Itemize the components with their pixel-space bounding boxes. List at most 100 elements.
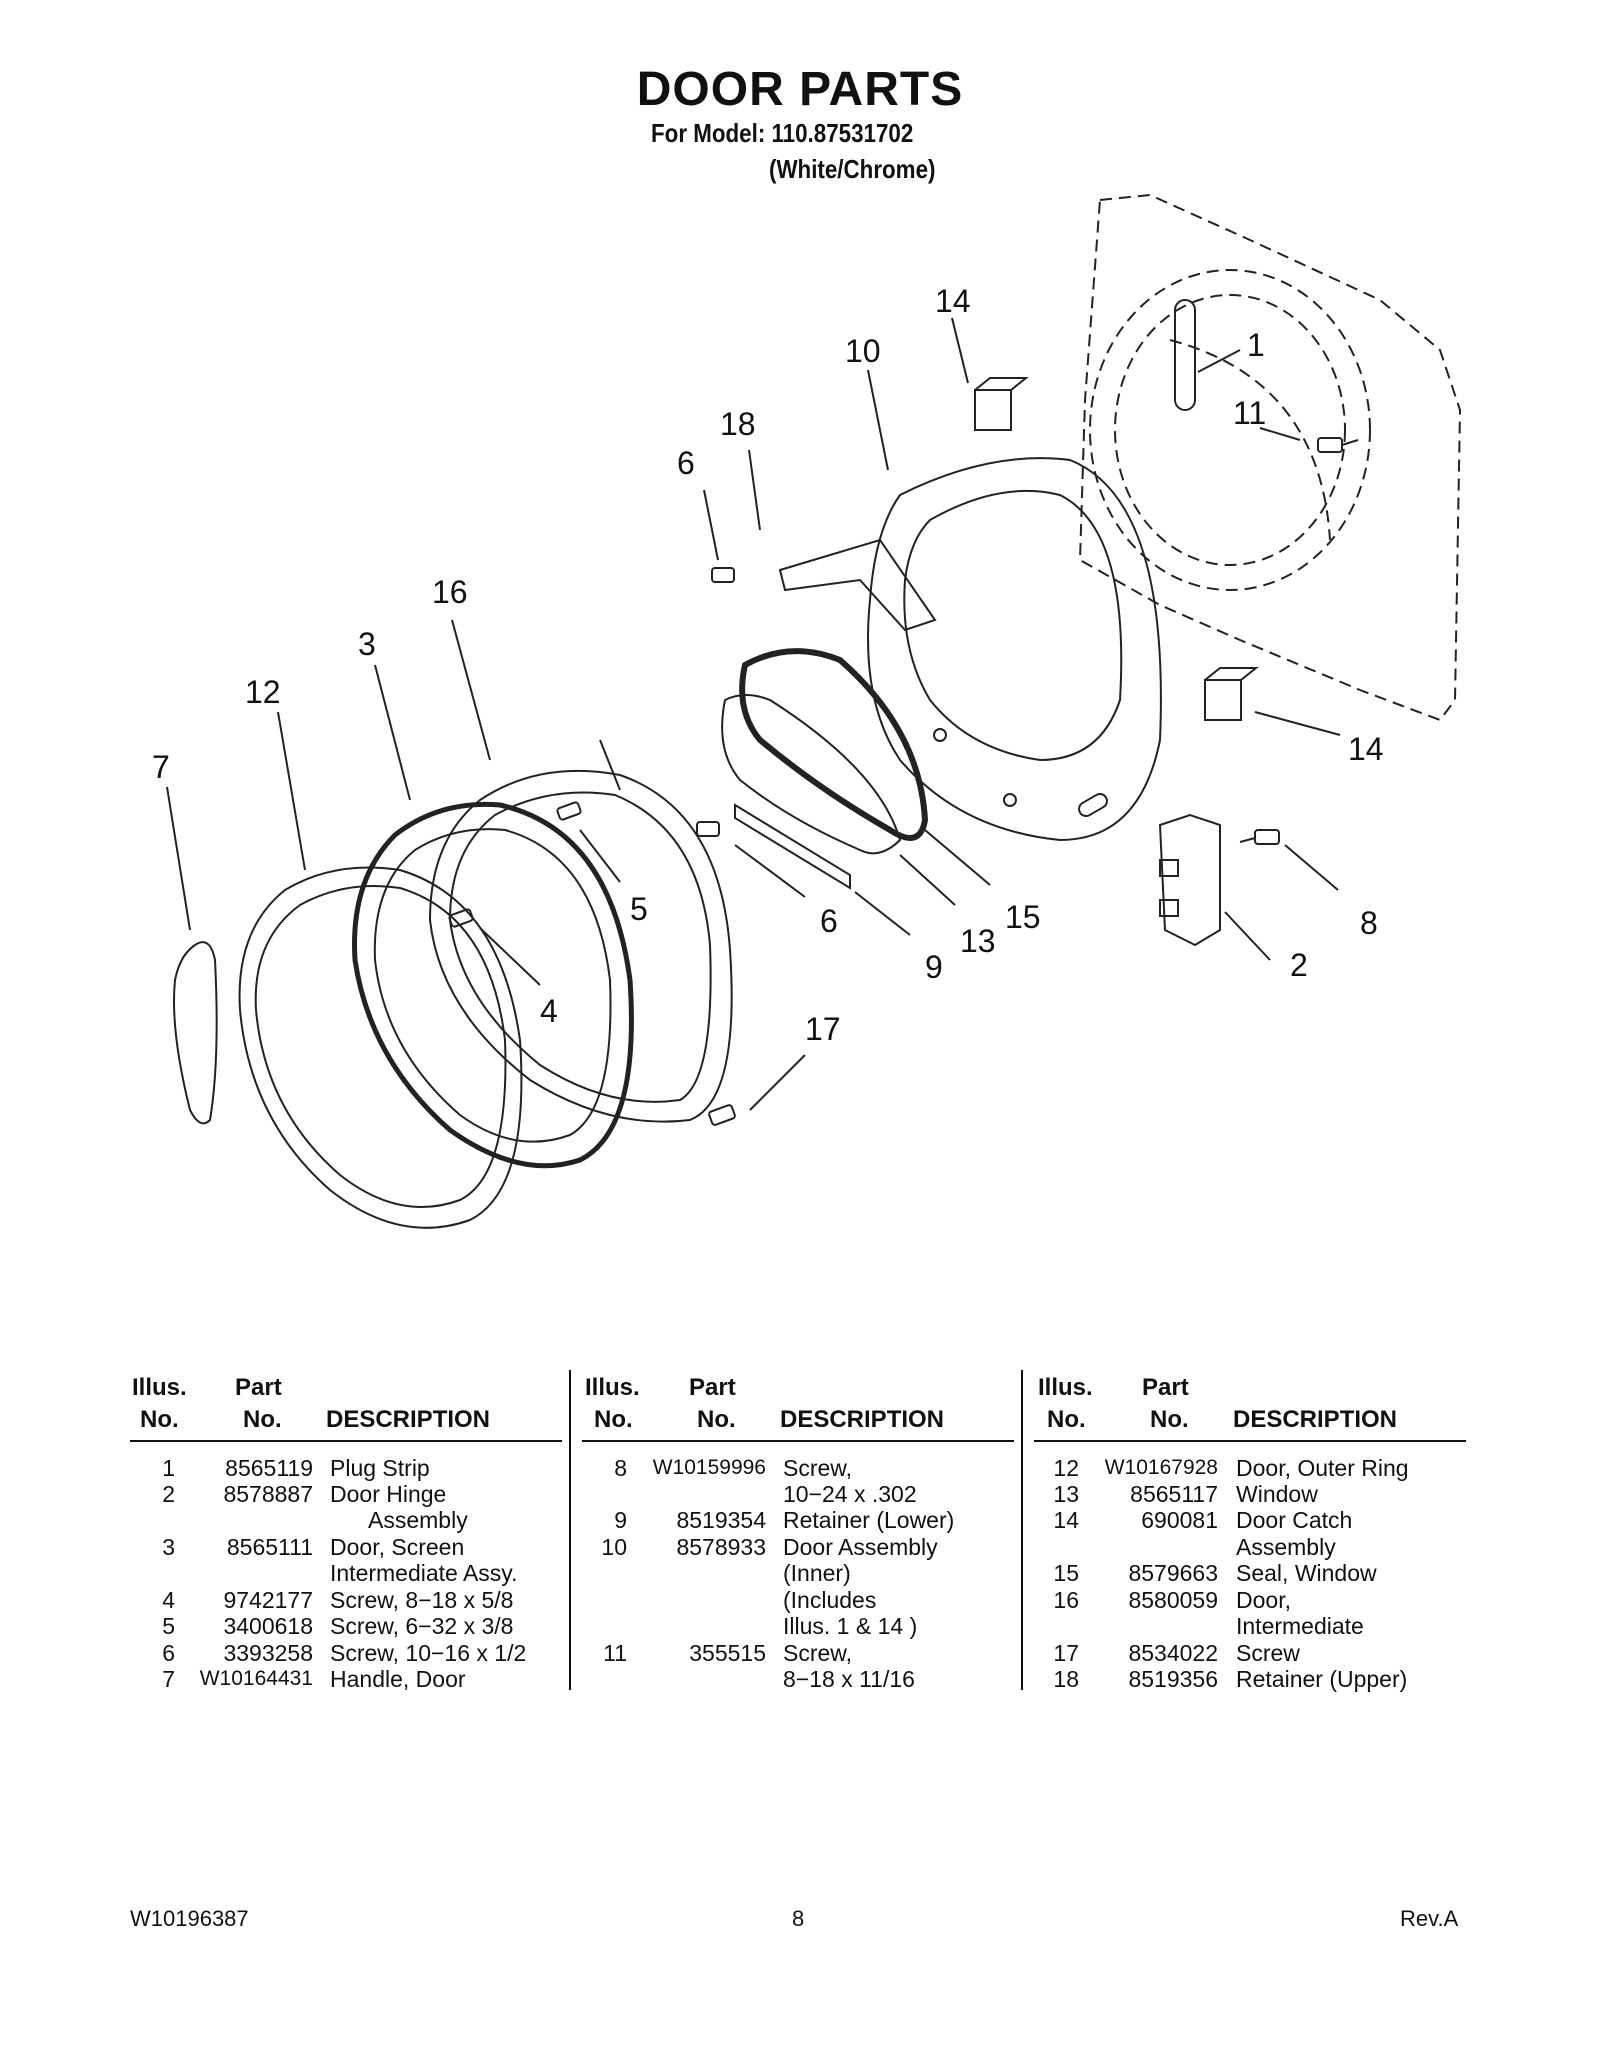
illus-no: 10 [601, 1534, 627, 1560]
part-number: 690081 [1141, 1507, 1218, 1533]
part-description: 8−18 x 11/16 [783, 1666, 915, 1692]
door-catch-top [974, 377, 1029, 431]
illus-no: 14 [1053, 1507, 1079, 1533]
illus-no: 7 [162, 1666, 175, 1692]
col3-header-rule [1034, 1440, 1466, 1442]
part-description: Screw, [783, 1640, 853, 1666]
part-number: 8565119 [225, 1455, 313, 1481]
window-glass [721, 694, 902, 855]
part-description: (Inner) [783, 1560, 851, 1586]
lower-retainer [734, 803, 851, 890]
screw-8 [1239, 829, 1280, 845]
part-description: Assembly [1236, 1534, 1336, 1560]
callout-1: 1 [1247, 327, 1265, 363]
part-number: 8580059 [1128, 1587, 1218, 1613]
illus-no: 1 [162, 1455, 175, 1481]
part-description: 10−24 x .302 [783, 1481, 917, 1507]
illus-no: 9 [614, 1507, 627, 1533]
callout-2: 2 [1290, 947, 1308, 983]
callout-14-top: 14 [935, 283, 971, 319]
callout-8: 8 [1360, 905, 1378, 941]
illus-no: 16 [1053, 1587, 1079, 1613]
col1-illus-header-1: Illus. [132, 1374, 187, 1401]
upper-retainer [778, 538, 937, 632]
illus-no: 8 [614, 1455, 627, 1481]
col3-description-header: DESCRIPTION [1233, 1406, 1398, 1433]
illus-no: 4 [162, 1587, 175, 1613]
revision-label: Rev.A [1400, 1906, 1459, 1931]
part-number: 355515 [689, 1640, 766, 1666]
exploded-door-diagram: 14 10 18 6 1 11 14 8 2 16 3 12 7 5 4 6 9… [152, 193, 1462, 1229]
callout-11: 11 [1233, 395, 1266, 431]
door-hinge [1158, 813, 1221, 947]
illus-no: 17 [1053, 1640, 1079, 1666]
part-number: 3393258 [223, 1640, 313, 1666]
illus-no: 15 [1053, 1560, 1079, 1586]
callout-13: 13 [960, 923, 996, 959]
part-description: Window [1236, 1481, 1318, 1507]
leader-lines [166, 317, 1341, 1111]
part-number: W10167928 [1104, 1456, 1218, 1479]
part-description: Screw, 8−18 x 5/8 [330, 1587, 514, 1613]
part-description: Illus. 1 & 14 ) [783, 1613, 918, 1639]
callout-9: 9 [925, 949, 943, 985]
door-outer-ring [238, 866, 523, 1229]
inner-door-assembly [778, 457, 1162, 842]
part-number: 8565117 [1130, 1481, 1218, 1507]
part-description: Door Hinge [330, 1481, 447, 1507]
col1-description-header: DESCRIPTION [326, 1406, 491, 1433]
plug-strip [1174, 299, 1196, 411]
col1-header-rule [130, 1440, 562, 1442]
part-description: Screw, 6−32 x 3/8 [330, 1613, 514, 1639]
callout-5: 5 [630, 891, 648, 927]
callout-labels: 14 10 18 6 1 11 14 8 2 16 3 12 7 5 4 6 9… [152, 283, 1384, 1047]
screw-5 [556, 801, 582, 821]
column-divider-1 [569, 1370, 571, 1690]
part-description: Screw, 10−16 x 1/2 [330, 1640, 527, 1666]
part-description: Screw, [783, 1455, 853, 1481]
col2-description-header: DESCRIPTION [780, 1406, 945, 1433]
screw-11 [1317, 437, 1359, 453]
part-description: Retainer (Upper) [1236, 1666, 1408, 1692]
cabinet-front [1078, 193, 1462, 722]
part-number: W10164431 [199, 1667, 313, 1690]
col2-header-rule [582, 1440, 1014, 1442]
illus-no: 13 [1053, 1481, 1079, 1507]
part-description: Door, [1236, 1587, 1291, 1613]
part-description: Intermediate [1236, 1613, 1364, 1639]
screw-6-lower [696, 821, 720, 837]
part-description: Handle, Door [330, 1666, 466, 1692]
callout-3: 3 [358, 626, 376, 662]
part-number: 8579663 [1128, 1560, 1218, 1586]
screw-17 [708, 1104, 736, 1126]
part-description: Retainer (Lower) [783, 1507, 955, 1533]
illus-no: 18 [1053, 1666, 1079, 1692]
col1-part-header-1: Part [235, 1374, 282, 1401]
part-description: Door, Outer Ring [1236, 1455, 1409, 1481]
screw-6-upper [711, 567, 735, 583]
callout-10: 10 [845, 333, 881, 369]
part-description: Screw [1236, 1640, 1300, 1666]
part-description: Door Catch [1236, 1507, 1353, 1533]
col1-illus-header-2: No. [140, 1406, 179, 1433]
part-number: 8565111 [226, 1534, 313, 1560]
illus-no: 6 [162, 1640, 175, 1666]
col3-illus-header-2: No. [1047, 1406, 1086, 1433]
callout-16: 16 [432, 574, 468, 610]
callout-7: 7 [152, 749, 170, 785]
model-number: For Model: 110.87531702 [651, 118, 914, 148]
callout-6-upper: 6 [677, 445, 695, 481]
callout-15: 15 [1005, 899, 1041, 935]
part-number: 3400618 [223, 1613, 313, 1639]
part-number: 8519356 [1128, 1666, 1218, 1692]
door-catch-bottom [1204, 667, 1259, 721]
part-description: Assembly [368, 1507, 468, 1533]
callout-4: 4 [540, 993, 558, 1029]
part-description: Door, Screen [330, 1534, 465, 1560]
part-description: (Includes [783, 1587, 877, 1613]
col3-illus-header-1: Illus. [1038, 1374, 1093, 1401]
illus-no: 11 [603, 1640, 627, 1666]
screw-4 [448, 908, 474, 928]
part-description: Seal, Window [1236, 1560, 1377, 1586]
intermediate-door [428, 739, 733, 1123]
